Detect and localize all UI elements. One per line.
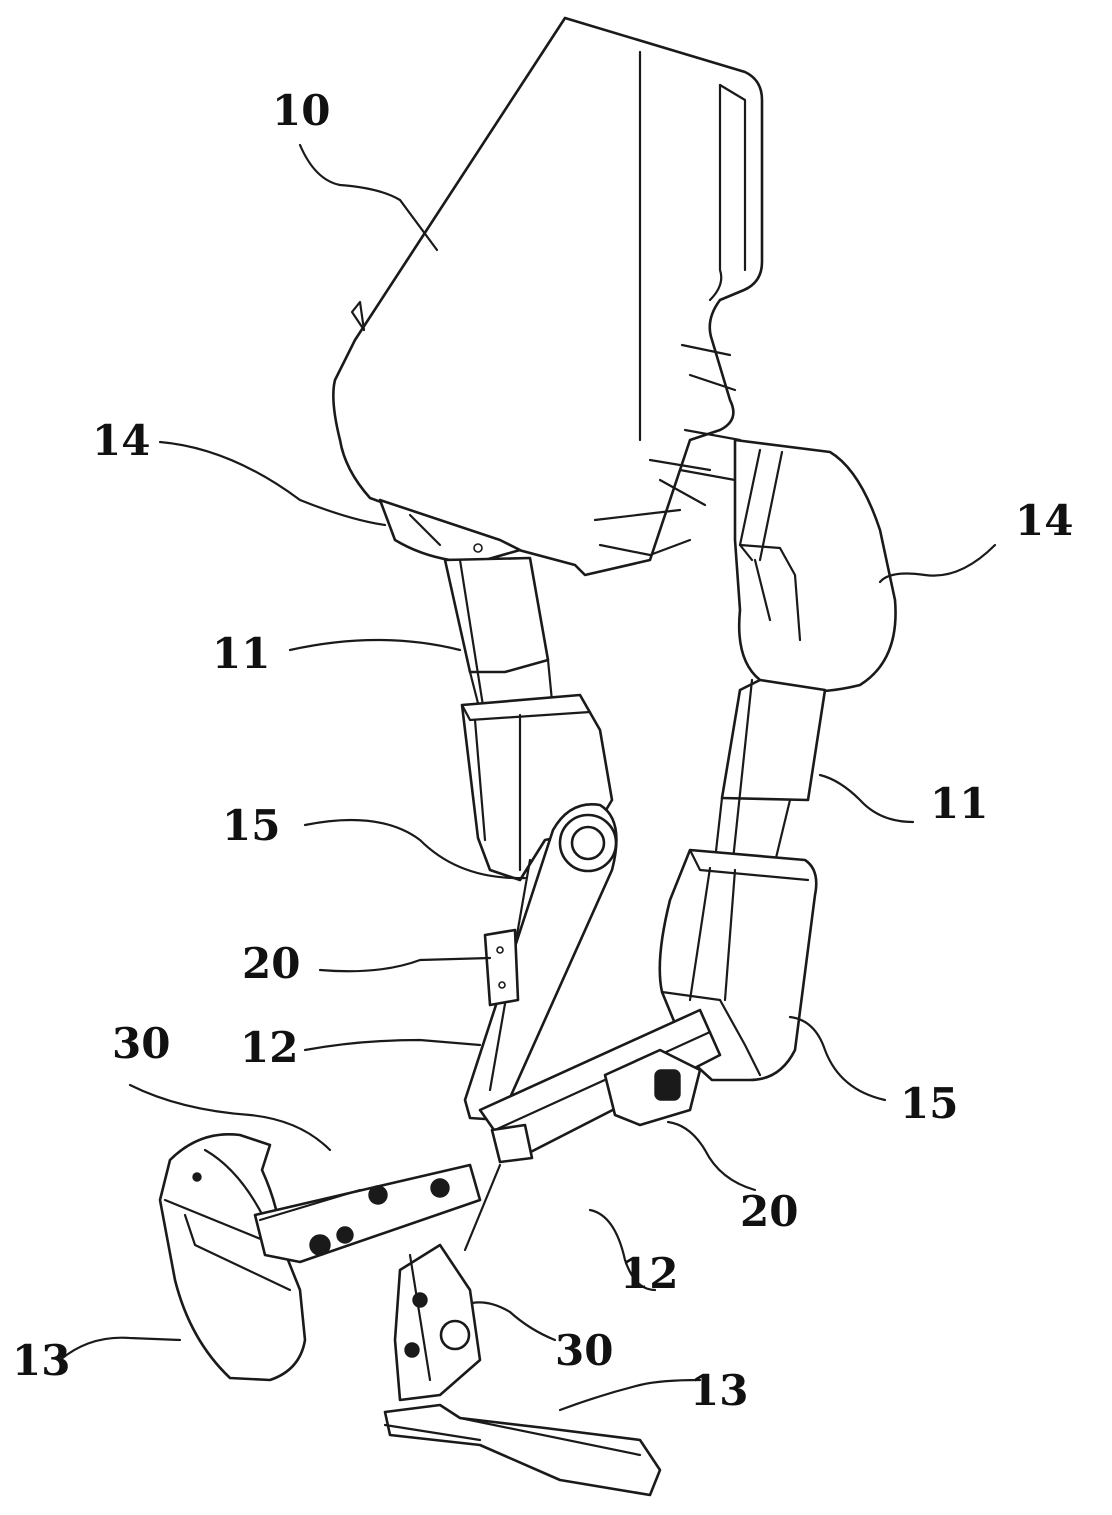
label-sensor-right: 20 [740, 1187, 798, 1236]
label-ankle-assembly-right: 30 [555, 1326, 613, 1375]
label-ankle-assembly-left: 30 [112, 1019, 170, 1068]
label-backpack: 10 [272, 86, 330, 135]
backpack-part [332, 16, 764, 577]
thigh-rod-right-part [713, 678, 827, 864]
foot-plate-right-part [383, 1403, 662, 1497]
leader-lines [58, 143, 997, 1412]
foot-plate-left-part [158, 1133, 307, 1382]
ankle-assembly-right-part [393, 1163, 502, 1402]
label-sensor-left: 20 [242, 939, 300, 988]
label-shank-rod-left: 12 [240, 1023, 298, 1072]
shank-rod-right-part [478, 1008, 722, 1164]
label-knee-joint-right: 15 [900, 1079, 958, 1128]
shank-rod-left-part [463, 802, 618, 1122]
label-foot-plate-left: 13 [12, 1336, 70, 1385]
hip-joint-left-part [378, 498, 522, 562]
label-hip-joint-right: 14 [1015, 496, 1073, 545]
hip-joint-right-part [678, 428, 897, 693]
ankle-assembly-left-part [253, 1163, 482, 1264]
label-shank-rod-right: 12 [620, 1249, 678, 1298]
label-thigh-rod-right: 11 [930, 779, 988, 828]
sensor-right-part [603, 1048, 702, 1127]
sensor-left-part [483, 928, 520, 1007]
label-hip-joint-left: 14 [92, 416, 150, 465]
label-foot-plate-right: 13 [690, 1366, 748, 1415]
label-knee-joint-left: 15 [222, 801, 280, 850]
label-thigh-rod-left: 11 [212, 629, 270, 678]
